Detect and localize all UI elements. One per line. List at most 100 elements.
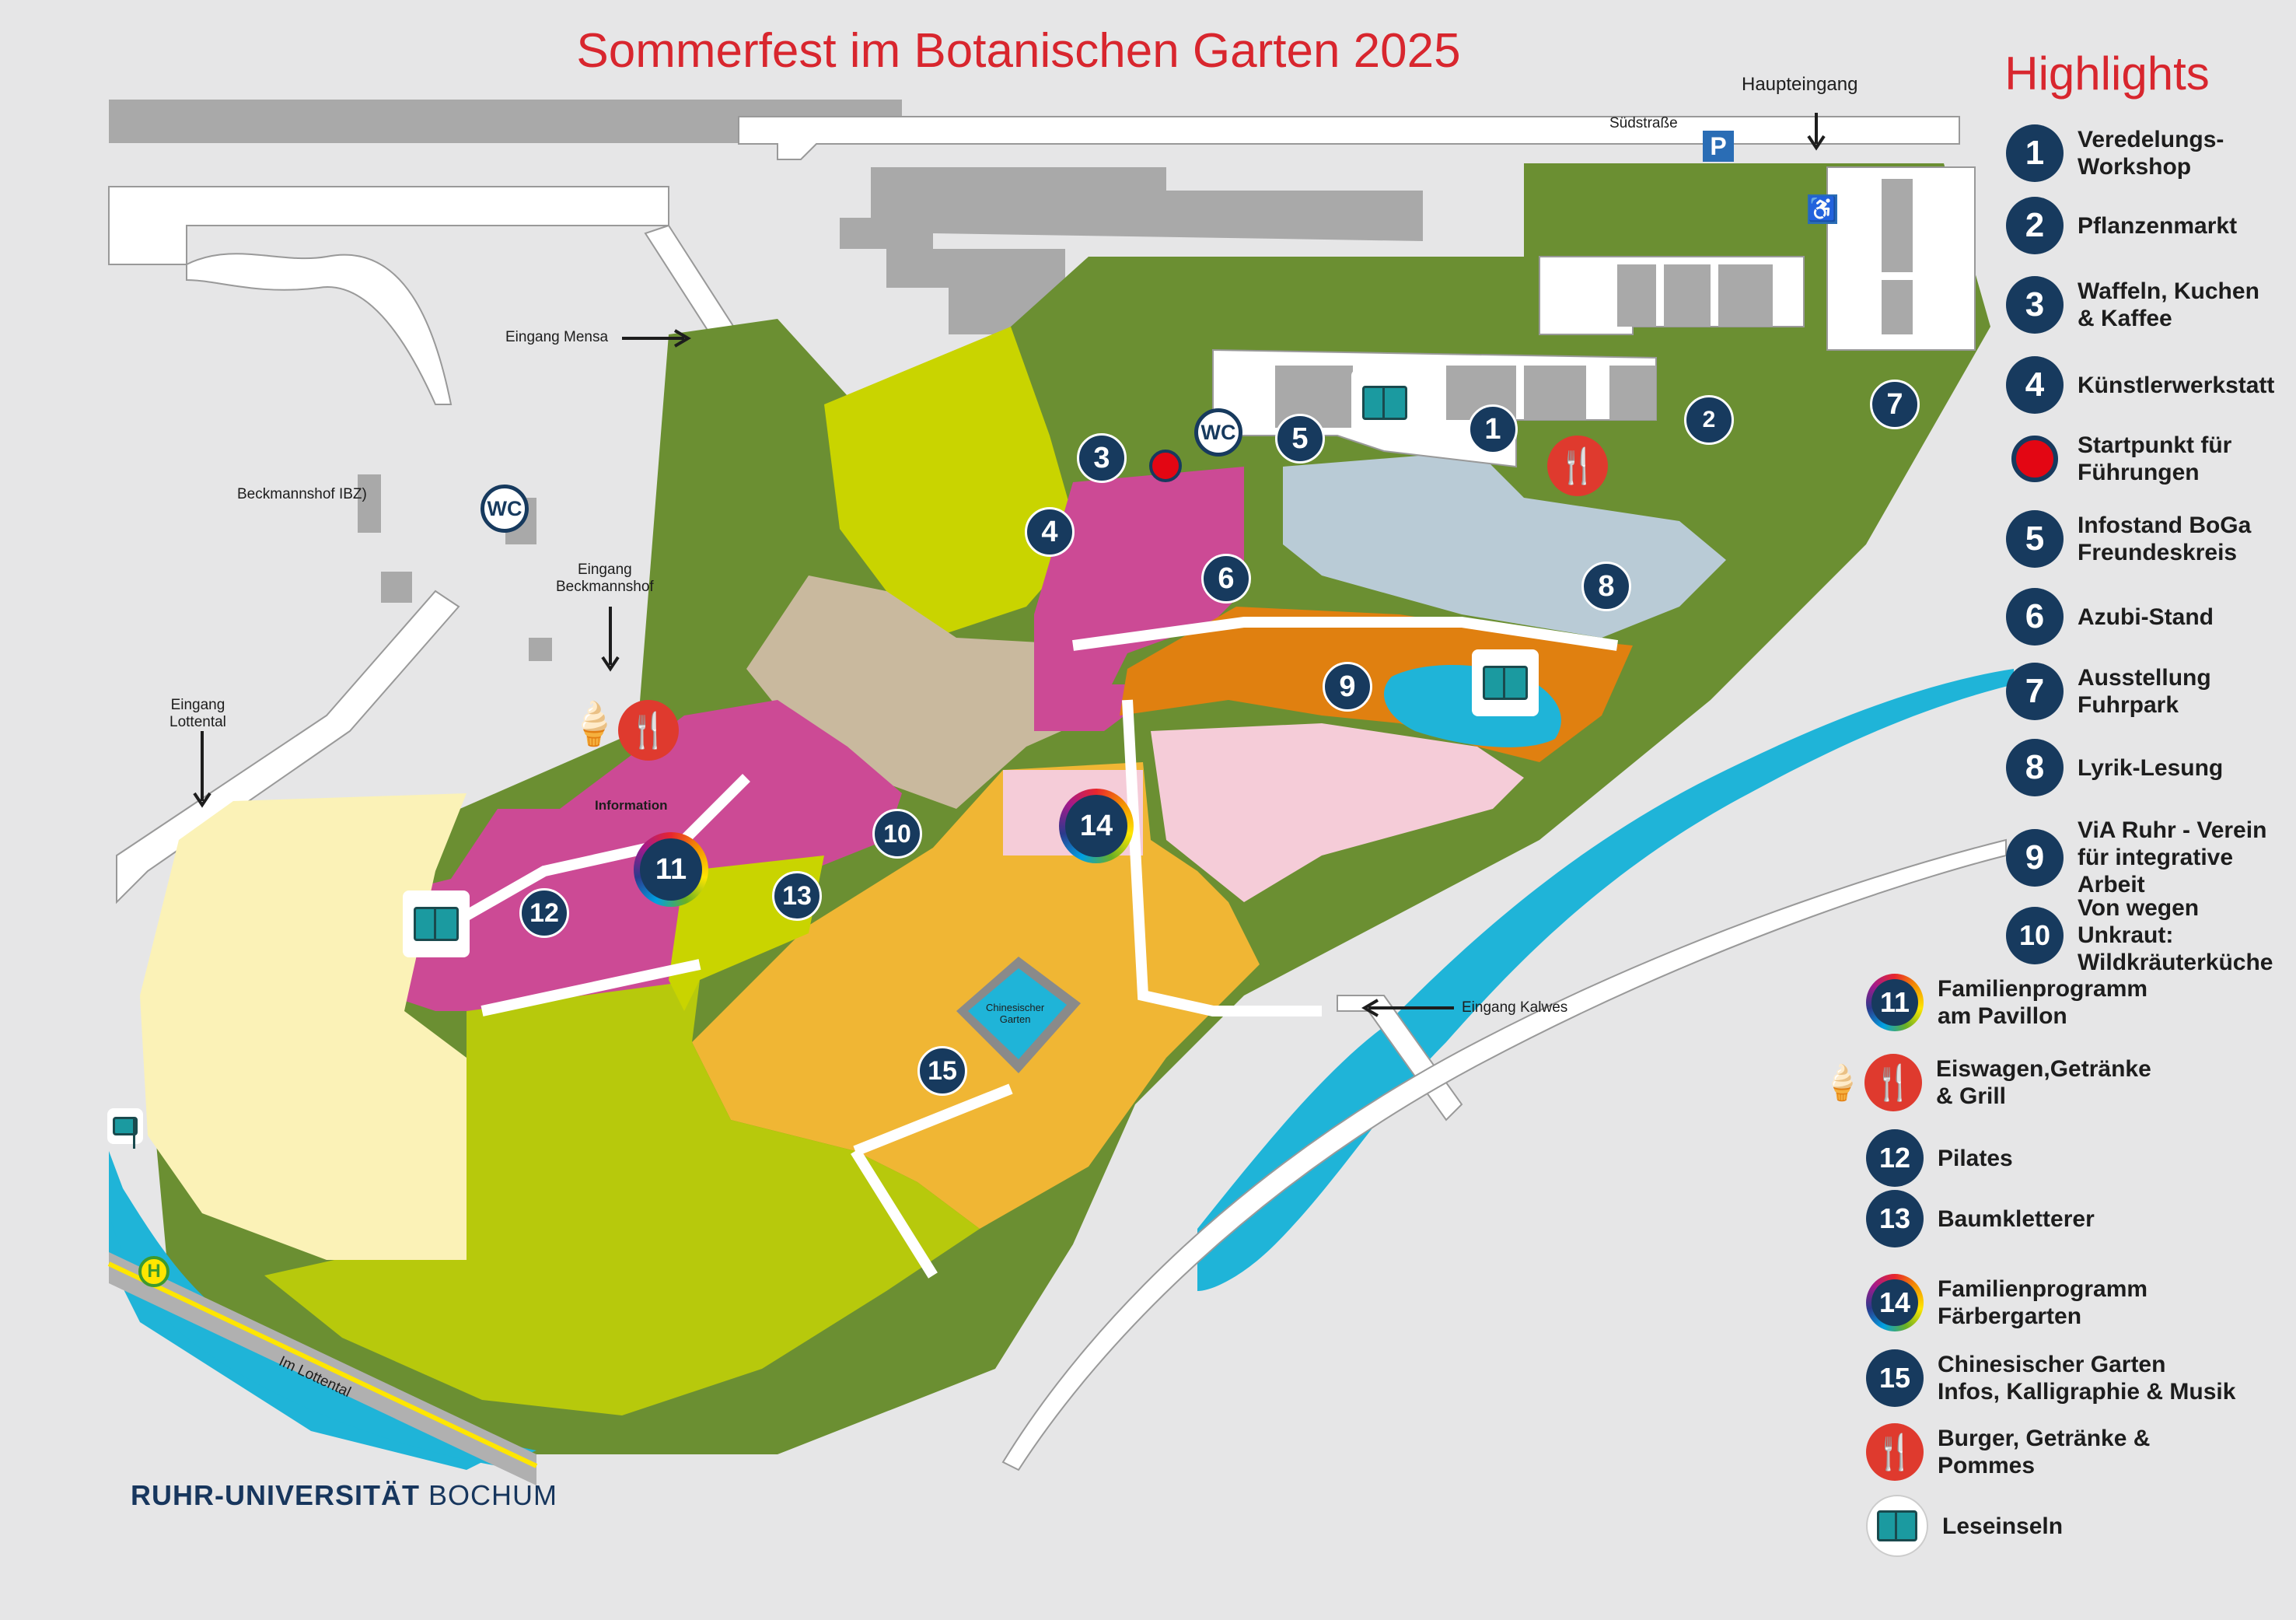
legend-text: Künstlerwerkstatt (2078, 372, 2275, 398)
label-beckmannshof: Beckmannshof IBZ) (237, 486, 367, 502)
beckmannshof-building-4 (529, 638, 552, 661)
label-information: Information (595, 798, 668, 813)
road-im-lottental-line (107, 1261, 538, 1468)
legend-item-4: Startpunkt für Führungen (2006, 432, 2231, 486)
legend-text: Chinesischer Garten Infos, Kalligraphie … (1938, 1352, 2236, 1405)
arrow-lottental (193, 731, 211, 808)
building-right-2 (1882, 179, 1913, 272)
legend-text: Von wegen Unkraut: Wildkräuterküche (2078, 895, 2273, 975)
legend-text: Eiswagen,Getränke & Grill (1936, 1056, 2151, 1109)
marker-13[interactable]: 13 (772, 871, 822, 921)
marker-14[interactable]: 14 (1059, 789, 1134, 863)
legend-text: Familienprogramm am Pavillon (1938, 976, 2148, 1029)
number-badge: 10 (2006, 906, 2064, 964)
greenhouse-3 (1524, 366, 1586, 420)
legend-text: Burger, Getränke & Pommes (1938, 1426, 2151, 1478)
marker-10[interactable]: 10 (872, 809, 922, 859)
label-suedstrasse: Südstraße (1609, 115, 1678, 131)
book-icon (1866, 1495, 1928, 1557)
chinese-garden-pond (968, 968, 1067, 1059)
legend-item-17: 🍴 Burger, Getränke & Pommes (1866, 1423, 2150, 1481)
rainbow-badge: 11 (1866, 974, 1924, 1031)
number-badge: 8 (2006, 739, 2064, 796)
legend-item-15: 14 Familienprogramm Färbergarten (1866, 1274, 2147, 1331)
label-eingang-mensa: Eingang Mensa (505, 329, 609, 345)
mensa-building (840, 167, 1423, 334)
number-badge: 7 (2006, 663, 2064, 720)
number-badge: 13 (1866, 1190, 1924, 1247)
number-badge: 3 (2006, 276, 2064, 334)
food-icon: 🍴 (1866, 1423, 1924, 1481)
lime-terraces (264, 980, 980, 1415)
label-eingang-beckmannshof: Eingang Beckmannshof (556, 562, 654, 595)
number-badge: 4 (2006, 356, 2064, 414)
nursery-2 (1664, 264, 1711, 327)
magenta-area-upper (1034, 467, 1244, 731)
arrow-mensa (622, 329, 691, 348)
label-eingang-kalwes: Eingang Kalwes (1462, 999, 1568, 1016)
legend-item-1: 2 Pflanzenmarkt (2006, 197, 2237, 254)
food-icon-greenhouse: 🍴 (1547, 436, 1608, 496)
road-top-left (108, 186, 669, 265)
marker-4[interactable]: 4 (1025, 507, 1075, 557)
ice-food-icon: 🍦🍴 (1819, 1054, 1922, 1111)
number-badge: 1 (2006, 124, 2064, 182)
lime-area-upper (824, 327, 1081, 638)
ice-cream-icon-map: 🍦 (568, 701, 620, 747)
legend-item-12: 🍦🍴 Eiswagen,Getränke & Grill (1819, 1054, 2151, 1111)
nursery-1 (1617, 264, 1656, 327)
label-chinesischer-garten: Chinesischer Garten (986, 1002, 1045, 1025)
light-pink-area (1151, 723, 1524, 902)
page-title: Sommerfest im Botanischen Garten 2025 (576, 24, 1461, 78)
legend-text: Ausstellung Fuhrpark (2078, 665, 2211, 718)
book-icon-pond (1472, 649, 1539, 716)
legend-text: Pilates (1938, 1145, 2013, 1171)
marker-2[interactable]: 2 (1684, 395, 1734, 445)
number-badge: 12 (1866, 1129, 1924, 1187)
start-point-marker (1149, 450, 1182, 482)
marker-7[interactable]: 7 (1870, 380, 1920, 429)
marker-15[interactable]: 15 (917, 1046, 967, 1096)
marker-12[interactable]: 12 (519, 888, 569, 938)
legend-badge-label: 14 (1871, 1279, 1918, 1326)
building-right-3 (1882, 280, 1913, 334)
marker-5[interactable]: 5 (1275, 414, 1325, 464)
path-network (432, 617, 1619, 1279)
marker-3[interactable]: 3 (1077, 433, 1127, 483)
marker-8[interactable]: 8 (1581, 562, 1631, 611)
food-icon-beckmannshof: 🍴 (618, 700, 679, 761)
marker-9[interactable]: 9 (1323, 662, 1372, 712)
number-badge: 2 (2006, 197, 2064, 254)
number-badge: 6 (2006, 588, 2064, 646)
legend-text: Familienprogramm Färbergarten (1938, 1276, 2148, 1329)
legend-text: Startpunkt für Führungen (2078, 432, 2232, 485)
legend-text: ViA Ruhr - Verein für integrative Arbeit (2078, 817, 2267, 897)
suedstrasse-road (738, 116, 1960, 160)
legend-text: Leseinseln (1942, 1513, 2064, 1539)
rainbow-badge: 14 (1866, 1274, 1924, 1331)
wc-icon-center: WC (1194, 408, 1242, 457)
legend-text: Lyrik-Lesung (2078, 754, 2224, 781)
university-logo: RUHR-UNIVERSITÄT BOCHUM (131, 1479, 558, 1511)
wheelchair-icon: ♿ (1808, 194, 1837, 224)
marker-14-label: 14 (1065, 795, 1127, 857)
legend-text: Infostand BoGa Freundeskreis (2078, 513, 2252, 565)
arrow-beckmannshof (601, 607, 620, 672)
beckmannshof-building-1 (358, 474, 381, 533)
marker-11[interactable]: 11 (634, 832, 708, 907)
legend-text: Baumkletterer (1938, 1205, 2095, 1232)
legend-item-5: 5 Infostand BoGa Freundeskreis (2006, 510, 2251, 568)
highlights-title: Highlights (2004, 47, 2210, 100)
legend-text: Waffeln, Kuchen & Kaffee (2078, 278, 2259, 331)
legend-item-2: 3 Waffeln, Kuchen & Kaffee (2006, 276, 2259, 334)
parking-icon: P (1703, 131, 1734, 162)
cream-area (140, 793, 467, 1260)
bus-stop-icon: H (138, 1256, 169, 1287)
legend-text: Pflanzenmarkt (2078, 212, 2238, 239)
marker-6[interactable]: 6 (1201, 554, 1251, 604)
number-badge: 5 (2006, 510, 2064, 568)
arrow-haupteingang (1807, 113, 1826, 151)
marker-1[interactable]: 1 (1468, 404, 1518, 454)
